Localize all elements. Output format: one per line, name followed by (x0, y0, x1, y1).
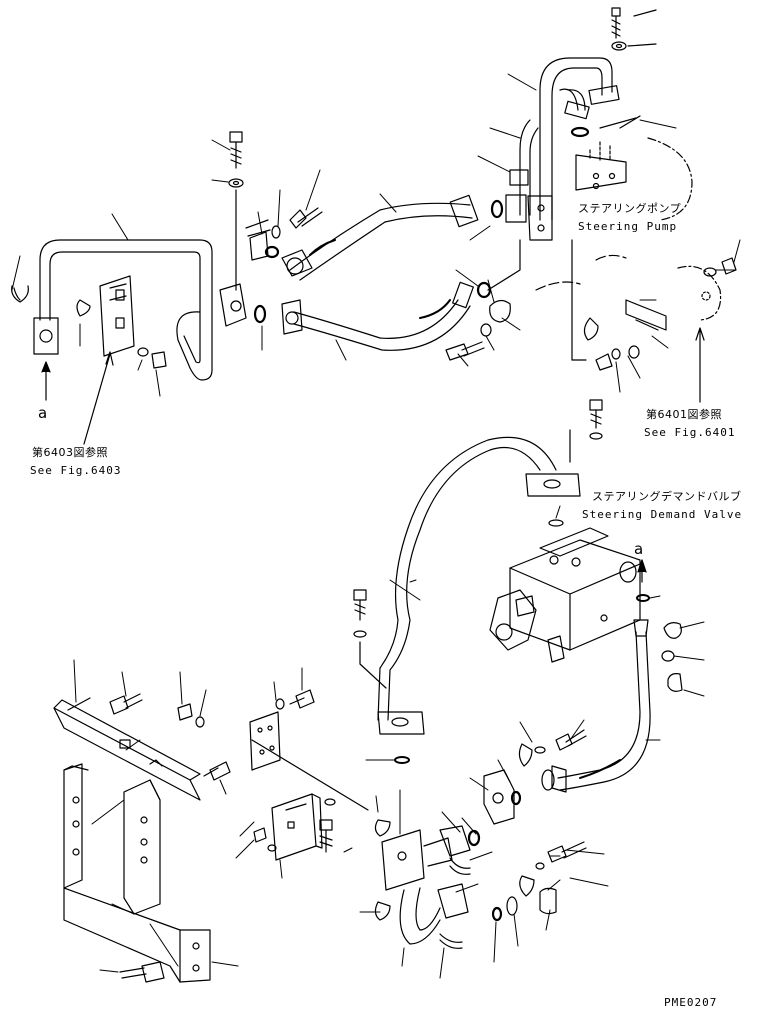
fig6401-label-en: See Fig.6401 (644, 426, 736, 439)
lower-hose (282, 282, 473, 350)
clips-lower (375, 820, 556, 948)
bolt-lower-right (536, 842, 586, 869)
leader-lower-mid (252, 740, 368, 810)
plate-small (250, 712, 280, 770)
leader-vertical (572, 240, 586, 360)
upper-left-tube (34, 240, 246, 380)
bracket-lower-left (54, 698, 200, 800)
right-hose (542, 620, 650, 792)
steering-pump-label-en: Steering Pump (578, 220, 678, 233)
upper-hose (282, 195, 478, 280)
drawing-code: PME0207 (664, 996, 718, 1009)
bolt-upper-left (229, 132, 243, 290)
clamp-right-hose (519, 623, 682, 766)
central-tube (378, 437, 580, 734)
plate-lower (272, 794, 322, 860)
arrow-6401 (696, 328, 704, 402)
clamp-lower-hose (446, 300, 510, 360)
fig6403-label-en: See Fig.6403 (30, 464, 122, 477)
fig6401-label-jp: 第6401図参照 (646, 408, 722, 421)
connector-a-right-label: a (634, 540, 644, 558)
oring-pump (572, 116, 640, 136)
demand-valve-label-en: Steering Demand Valve (582, 508, 743, 521)
pump-outline (648, 138, 692, 220)
bolt-central-left (354, 590, 386, 688)
arrow-a-right (638, 560, 646, 582)
block-fitting (484, 770, 514, 824)
demand-valve-label-jp: ステアリングデマンドバルブ (592, 490, 742, 503)
large-bracket (64, 764, 210, 982)
elbow-fitting (382, 826, 470, 944)
bolt-top-right (612, 8, 656, 50)
bolt-central-top (570, 400, 602, 462)
pump-tube-assembly (506, 58, 619, 240)
bracket-6401 (584, 258, 736, 370)
oring-lower-hose (478, 283, 490, 297)
oring-upper-hose (492, 201, 502, 217)
bolts-lower-left (110, 690, 314, 982)
leader-upper (488, 240, 520, 290)
steering-demand-valve (490, 520, 640, 662)
pump-flange (576, 155, 626, 190)
bracket-6403 (100, 276, 134, 356)
split-flange-upper (246, 220, 270, 260)
steering-pump-label-jp: ステアリングポンプ (578, 202, 682, 215)
leader-lines (12, 74, 740, 978)
connector-a-left-label: a (38, 404, 48, 422)
bolt-upper-hose (272, 208, 322, 238)
arrow-6403 (84, 352, 113, 444)
arrow-a-left (42, 362, 50, 400)
fig6403-label-jp: 第6403図参照 (32, 446, 108, 459)
small-clips-left (12, 286, 166, 368)
